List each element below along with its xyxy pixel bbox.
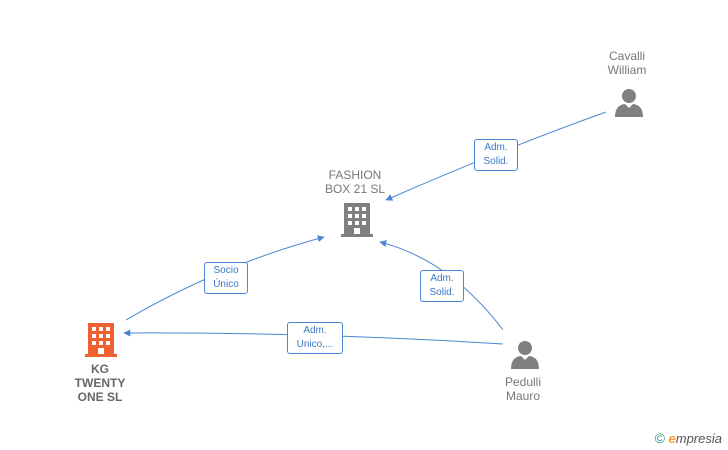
copyright-symbol: © <box>654 430 665 446</box>
person-label-cavalli-william: Cavalli William <box>607 49 647 77</box>
person-icon[interactable] <box>613 88 645 118</box>
person-icon[interactable] <box>509 340 541 370</box>
brand-logo-initial: e <box>668 431 676 446</box>
edge-label-kg-fashion: Socio Único <box>204 262 248 294</box>
person-label-pedulli-mauro: Pedulli Mauro <box>504 375 542 403</box>
brand-logo-text: mpresia <box>675 431 722 446</box>
edge-label-pedulli-kg: Adm. Unico,... <box>287 322 343 354</box>
edge-label-pedulli-fashion: Adm. Solid. <box>420 270 464 302</box>
building-icon[interactable] <box>84 321 118 357</box>
company-label-fashion-box: FASHION BOX 21 SL <box>324 168 386 196</box>
building-icon[interactable] <box>340 201 374 237</box>
edge-label-cavalli-fashion: Adm. Solid. <box>474 139 518 171</box>
company-label-kg-twenty-one: KG TWENTY ONE SL <box>74 362 126 404</box>
brand-footer: © empresia <box>655 430 722 446</box>
